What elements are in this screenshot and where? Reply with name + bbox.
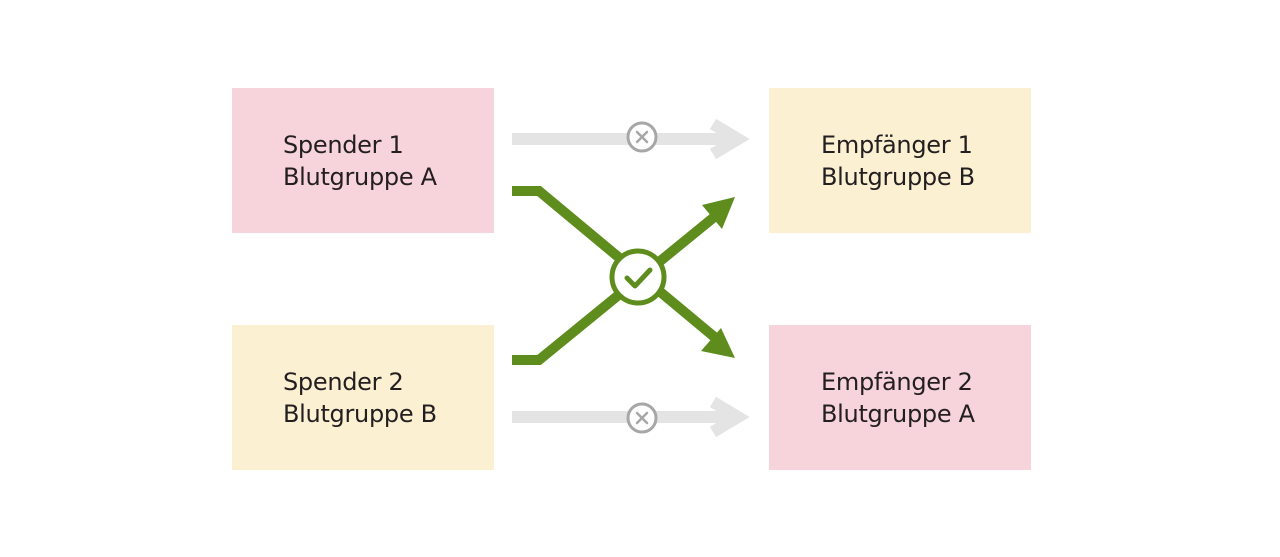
x-circle-icon bbox=[626, 402, 658, 434]
recipient-1-box: Empfänger 1 Blutgruppe B bbox=[769, 88, 1031, 233]
recipient-1-blood-group: Blutgruppe B bbox=[821, 162, 975, 191]
compatible-arrow-donor2-to-recipient1 bbox=[512, 197, 735, 365]
donor-1-title: Spender 1 bbox=[283, 130, 404, 159]
recipient-1-title: Empfänger 1 bbox=[821, 130, 973, 159]
compatible-arrow-donor1-to-recipient2 bbox=[512, 186, 735, 358]
arrowhead bbox=[701, 328, 735, 358]
arrowhead bbox=[702, 197, 735, 229]
donor-2-box: Spender 2 Blutgruppe B bbox=[232, 325, 494, 470]
donor-1-blood-group: Blutgruppe A bbox=[283, 162, 437, 191]
recipient-2-title: Empfänger 2 bbox=[821, 367, 973, 396]
recipient-2-blood-group: Blutgruppe A bbox=[821, 399, 975, 428]
check-circle-icon bbox=[609, 248, 667, 306]
incompatible-arrow-bottom bbox=[512, 396, 750, 438]
donor-2-title: Spender 2 bbox=[283, 367, 404, 396]
x-circle-icon bbox=[626, 121, 658, 153]
donor-1-box: Spender 1 Blutgruppe A bbox=[232, 88, 494, 233]
incompatible-arrow-top bbox=[512, 118, 750, 160]
recipient-2-box: Empfänger 2 Blutgruppe A bbox=[769, 325, 1031, 470]
donor-2-blood-group: Blutgruppe B bbox=[283, 399, 437, 428]
